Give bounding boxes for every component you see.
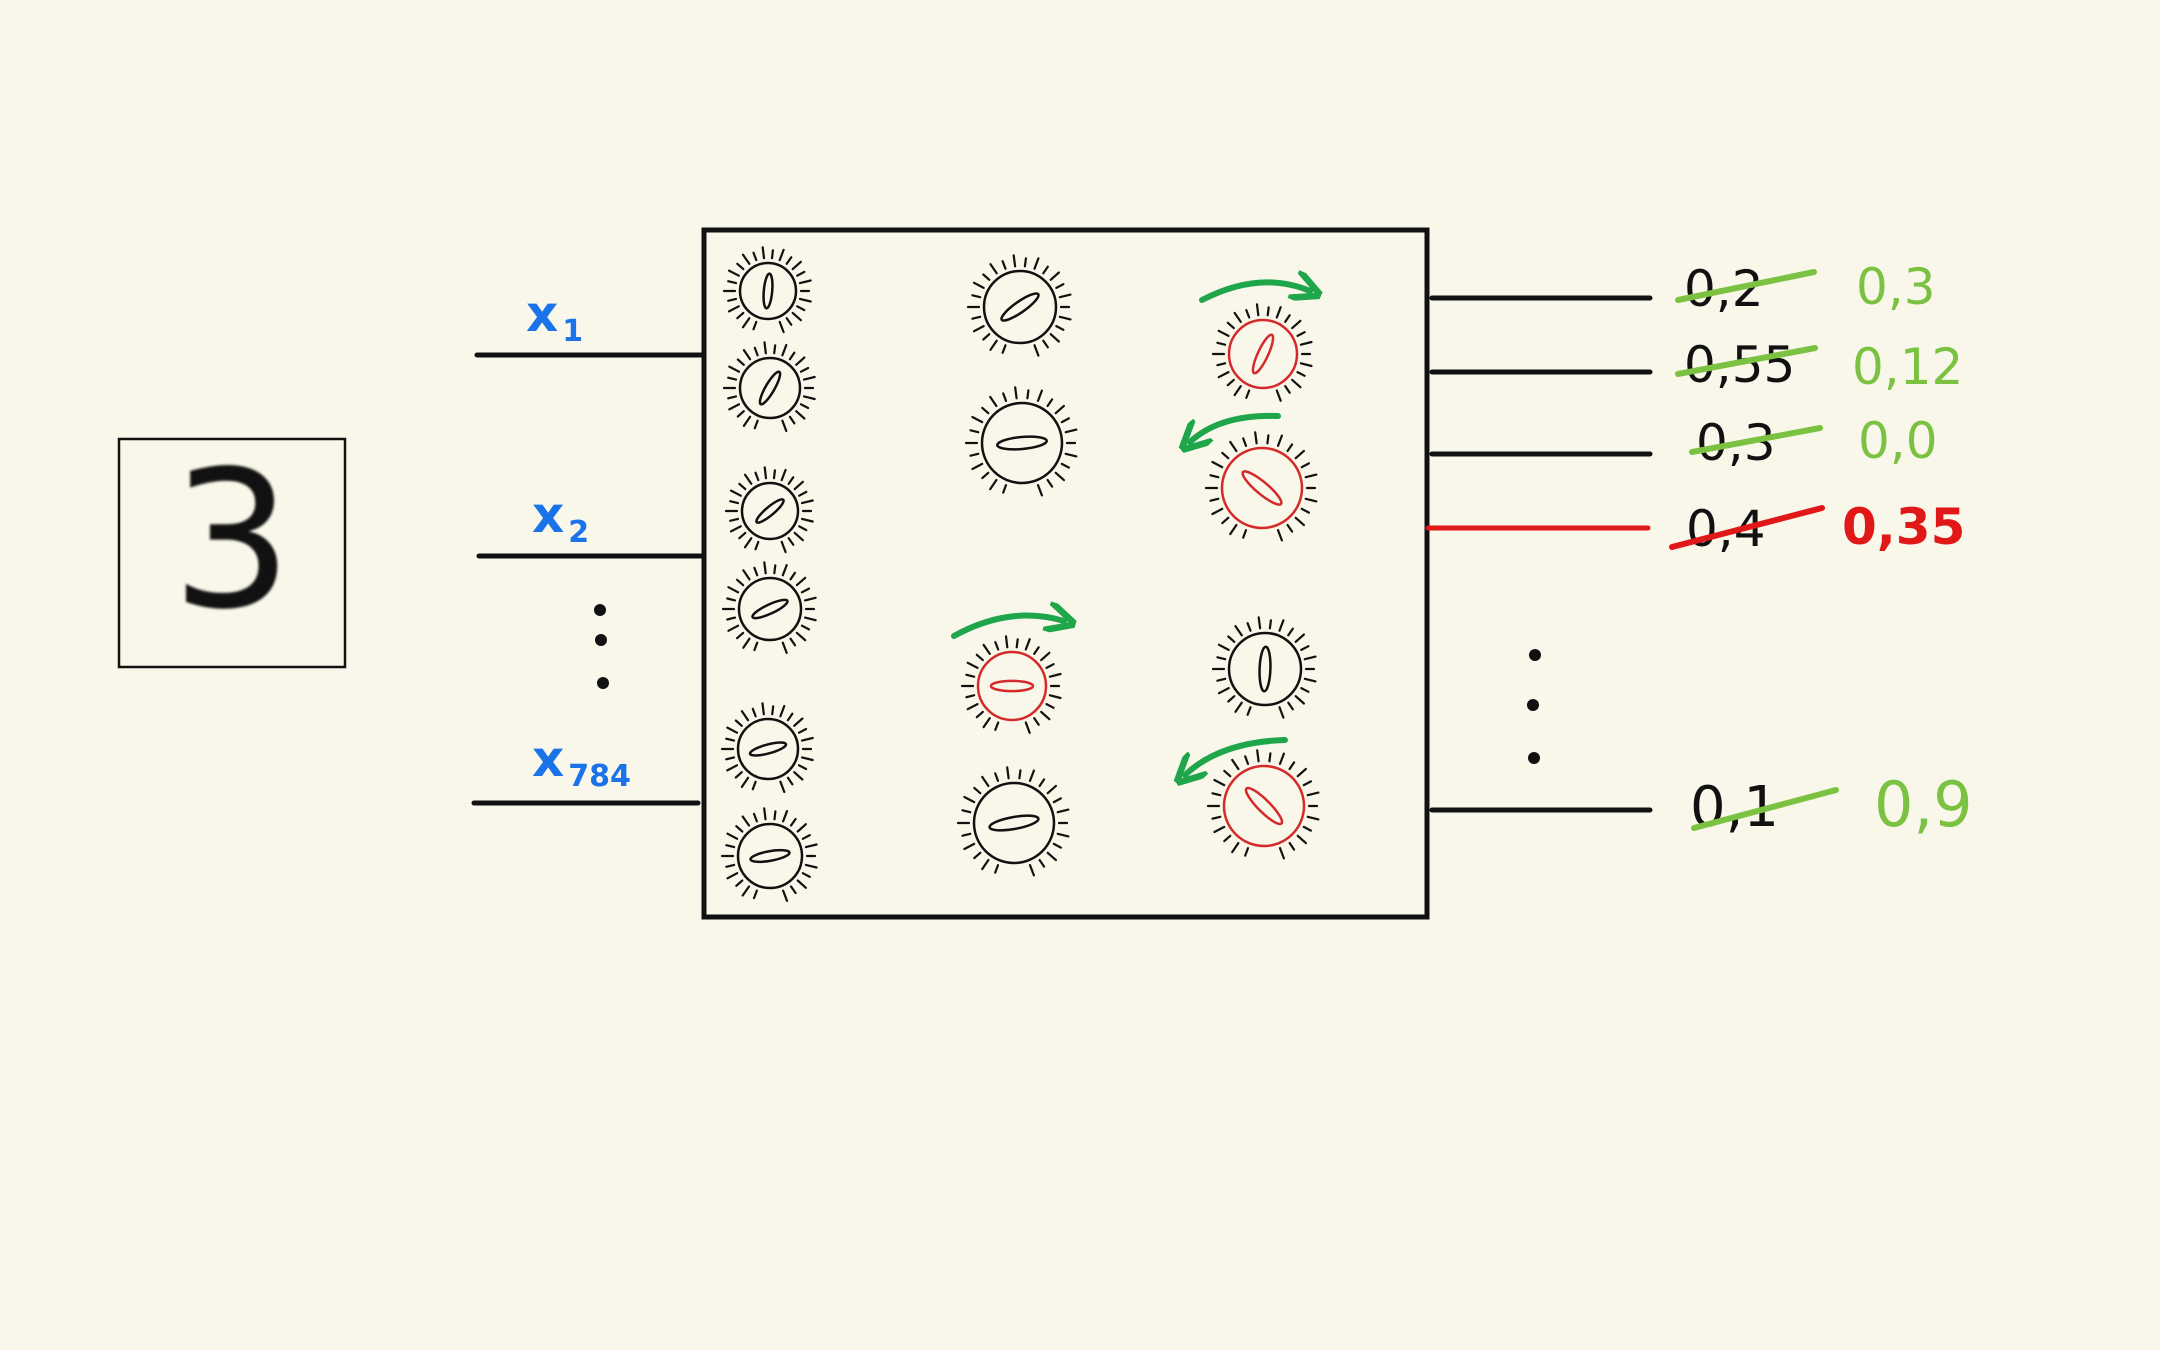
error-output-value: 0,35 (1842, 498, 1965, 556)
knob-needle (1000, 292, 1040, 322)
strike-through (1669, 505, 1825, 550)
adjusted-knob (1206, 749, 1320, 860)
knob-needle (751, 598, 789, 620)
input-label-2-sub: 2 (568, 515, 589, 550)
knob-dial (1220, 446, 1304, 530)
ellipsis-dot (1528, 752, 1540, 764)
ellipsis-dot (594, 604, 606, 616)
input-ellipsis (594, 604, 609, 689)
knob-ticks (722, 246, 812, 334)
knob (722, 341, 816, 433)
knob (720, 702, 814, 794)
knob-needle (1258, 645, 1272, 693)
knob-dial (738, 356, 802, 420)
input-label-784-var: x (532, 730, 564, 788)
knob (722, 246, 812, 334)
knob-needle (988, 814, 1040, 832)
knob (720, 807, 818, 903)
knob-ticks (1211, 616, 1317, 719)
adjustment-arrows (951, 282, 1310, 775)
new-output-value: 0,3 (1856, 258, 1936, 316)
knob-needle (989, 679, 1035, 693)
knob-ticks (1211, 303, 1313, 402)
input-label-1-sub: 1 (562, 314, 583, 349)
knob-needle (1244, 786, 1284, 826)
adjusted-knob (960, 635, 1062, 734)
knob-dial (972, 781, 1056, 865)
arrow-counterclockwise (1185, 737, 1288, 775)
knob-ticks (960, 635, 1062, 734)
knob-needle (755, 498, 785, 524)
knob-dial (1222, 764, 1306, 848)
knob (964, 386, 1078, 497)
knob-needle (758, 370, 782, 406)
output-ellipsis (1527, 649, 1541, 764)
input-label-784-sub: 784 (568, 759, 631, 794)
new-output-value: 0,0 (1858, 412, 1938, 470)
arrow-counterclockwise (1190, 412, 1281, 442)
knob-dial (980, 401, 1064, 485)
knob-dial (736, 822, 804, 890)
knob-needle (1251, 333, 1275, 375)
new-output-value: 0,12 (1852, 338, 1963, 396)
adjusted-knob (1204, 431, 1318, 542)
network-box (701, 227, 1430, 920)
knob (966, 254, 1072, 357)
knob (721, 561, 817, 655)
strike-through (1689, 425, 1823, 455)
arrow-clockwise (1199, 282, 1310, 303)
strike-through (1691, 787, 1839, 831)
knob-ticks (721, 561, 817, 655)
knob-dial (738, 261, 798, 321)
digit-glyph: 3 (172, 430, 293, 651)
knob (956, 766, 1070, 877)
knob-needle (1241, 470, 1283, 506)
old-output-value: 0,4 (1686, 500, 1766, 558)
knob-dial (737, 576, 803, 642)
knob-ticks (966, 254, 1072, 357)
knob-ticks (956, 766, 1070, 877)
knob-dial (740, 481, 800, 541)
arrow-clockwise (951, 616, 1064, 639)
ellipsis-dot (1527, 699, 1539, 711)
input-lines (471, 352, 707, 806)
knob-needle (748, 741, 788, 757)
strike-through (1675, 345, 1818, 377)
knob-ticks (722, 341, 816, 433)
knob (724, 466, 814, 554)
knob (1211, 616, 1317, 719)
knob-ticks (1206, 749, 1320, 860)
output-values: 0,2 0,3 0,55 0,12 0,3 0,0 0,4 0,35 0,1 0… (1669, 258, 1973, 841)
knob-dial (982, 269, 1058, 345)
knob-grid (720, 246, 1320, 903)
digit-image: 3 (117, 430, 347, 669)
knob-dial (1227, 631, 1303, 707)
knob-ticks (1204, 431, 1318, 542)
input-label-2-var: x (532, 486, 564, 544)
knob-ticks (724, 466, 814, 554)
knob-ticks (964, 386, 1078, 497)
knob-ticks (720, 702, 814, 794)
output-lines (1425, 295, 1653, 813)
knob-dial (1227, 318, 1299, 390)
knob-needle (762, 272, 774, 310)
new-output-value: 0,9 (1874, 768, 1973, 841)
knob-ticks (720, 807, 818, 903)
ellipsis-dot (597, 677, 609, 689)
knob-needle (749, 848, 791, 864)
ellipsis-dot (595, 634, 607, 646)
ellipsis-dot (1529, 649, 1541, 661)
knob-needle (996, 435, 1048, 451)
knob-dial (736, 717, 800, 781)
knob-dial (976, 650, 1048, 722)
input-label-1-var: x (526, 285, 558, 343)
adjusted-knob (1211, 303, 1313, 402)
digit-image-frame (117, 437, 347, 669)
strike-through (1675, 269, 1817, 303)
